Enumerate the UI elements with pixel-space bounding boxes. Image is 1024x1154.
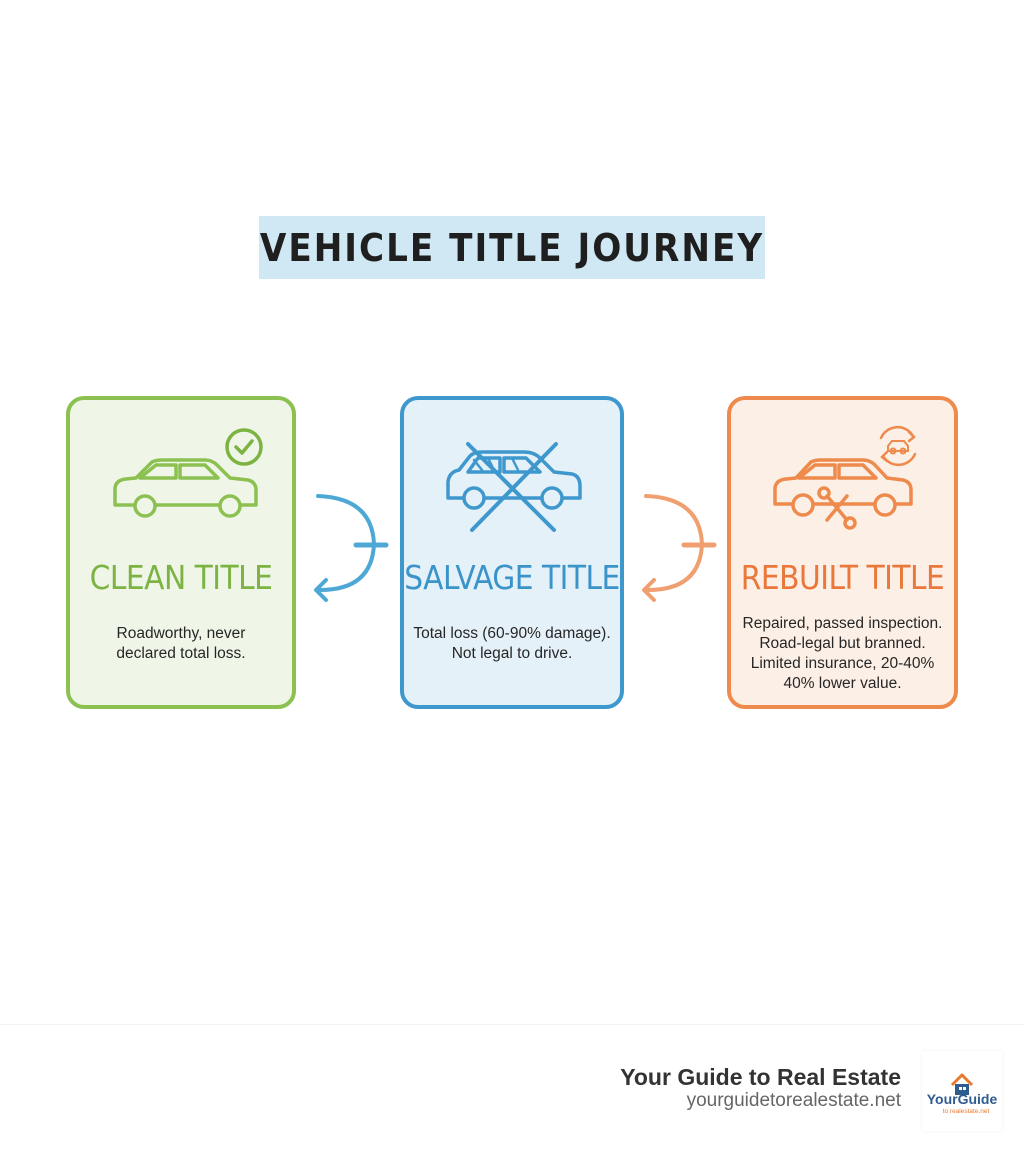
salvage-desc-line-1: Total loss (60-90% damage). bbox=[413, 625, 611, 642]
site-logo: YourGuide to realestate.net bbox=[922, 1051, 1002, 1131]
page-title: VEHICLE TITLE JOURNEY bbox=[259, 225, 765, 270]
salvage-car-icon bbox=[446, 442, 582, 532]
logo-text: YourGuide bbox=[927, 1091, 998, 1107]
salvage-title-description: Total loss (60-90% damage). Not legal to… bbox=[412, 624, 612, 664]
rebuilt-title-card: REBUILT TITLE Repaired, passed inspectio… bbox=[727, 396, 958, 709]
footer-site-name: Your Guide to Real Estate bbox=[620, 1064, 901, 1090]
salvage-desc-line-2: Not legal to drive. bbox=[451, 645, 573, 662]
logo-subtext: to realestate.net bbox=[943, 1108, 990, 1115]
title-banner: VEHICLE TITLE JOURNEY bbox=[259, 216, 765, 279]
clean-desc-line-2: declared total loss. bbox=[116, 645, 246, 662]
clean-car-icon bbox=[113, 428, 263, 518]
clean-title-card: CLEAN TITLE Roadworthy, never declared t… bbox=[66, 396, 296, 709]
wrench-icon bbox=[817, 486, 857, 530]
clean-title-heading: CLEAN TITLE bbox=[89, 558, 273, 597]
refresh-car-icon bbox=[879, 425, 917, 467]
arrow-salvage-to-rebuilt-icon bbox=[642, 494, 717, 602]
rebuilt-desc-line-4: 40% lower value. bbox=[783, 675, 902, 692]
house-logo-icon: YourGuide to realestate.net bbox=[927, 1073, 998, 1115]
rebuilt-desc-line-3: Limited insurance, 20-40% bbox=[750, 655, 935, 672]
rebuilt-desc-line-2: Road-legal but branned. bbox=[759, 635, 926, 652]
rebuilt-title-heading: REBUILT TITLE bbox=[740, 558, 945, 597]
rebuilt-title-description: Repaired, passed inspection. Road-legal … bbox=[739, 614, 946, 694]
salvage-title-heading: SALVAGE TITLE bbox=[404, 558, 620, 597]
footer-divider bbox=[0, 1024, 1024, 1025]
rebuilt-car-icon bbox=[773, 425, 917, 530]
footer-url: yourguidetorealestate.net bbox=[686, 1090, 901, 1111]
clean-desc-line-1: Roadworthy, never bbox=[116, 625, 246, 642]
arrow-clean-to-salvage-icon bbox=[314, 494, 389, 602]
clean-title-description: Roadworthy, never declared total loss. bbox=[78, 624, 284, 664]
check-circle-icon bbox=[225, 428, 263, 466]
rebuilt-desc-line-1: Repaired, passed inspection. bbox=[742, 615, 943, 632]
salvage-title-card: SALVAGE TITLE Total loss (60-90% damage)… bbox=[400, 396, 624, 709]
